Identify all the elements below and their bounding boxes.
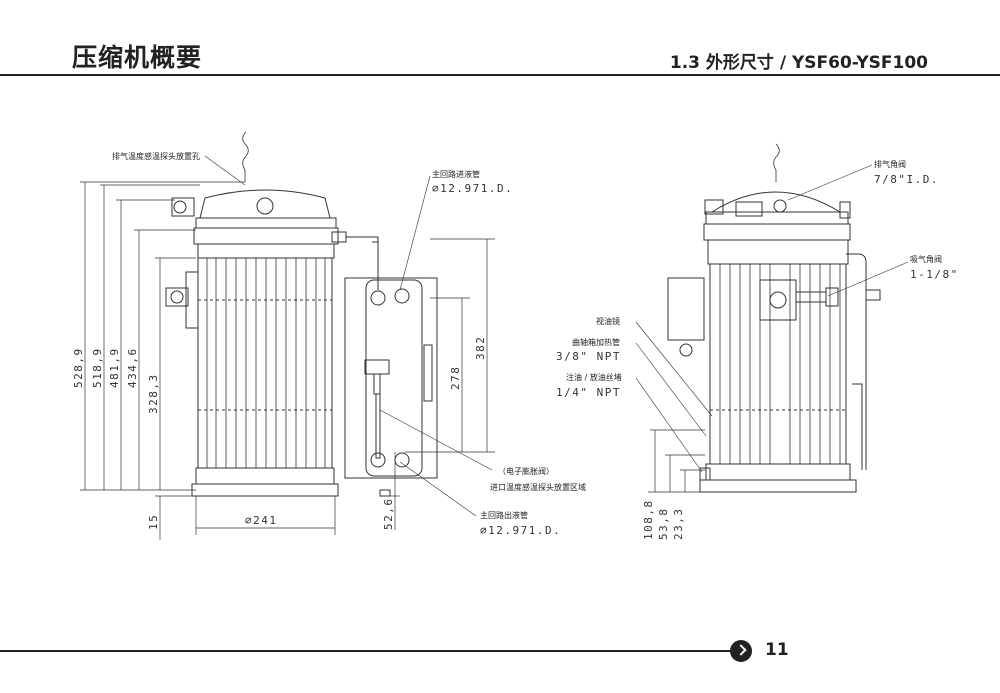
middle-valve-view (344, 175, 495, 530)
crankcase-heater-size: 3/8" NPT (556, 350, 621, 363)
discharge-valve-size: 7/8"I.D. (874, 173, 939, 186)
oil-plug-label: 注油 / 放油丝堵 (566, 372, 622, 382)
dim-diameter-241: ∅241 (245, 514, 278, 527)
dim-53-8: 53,8 (657, 508, 670, 541)
suction-valve-size: 1-1/8" (910, 268, 959, 281)
dim-481-9: 481,9 (108, 347, 121, 388)
right-compressor-view (635, 143, 909, 493)
dim-382: 382 (474, 336, 487, 360)
dim-23-3: 23,3 (672, 508, 685, 541)
dim-518-9: 518,9 (91, 347, 104, 388)
dim-434-6: 434,6 (126, 347, 139, 388)
discharge-valve-label: 排气角阀 (874, 159, 906, 169)
footer-divider (0, 650, 734, 652)
crankcase-heater-label: 曲轴箱加热管 (572, 337, 620, 347)
dim-52-6: 52,6 (382, 498, 395, 531)
suction-valve-label: 吸气角阀 (910, 254, 942, 264)
dim-15: 15 (147, 514, 160, 530)
dim-328-3: 328,3 (147, 373, 160, 414)
main-inlet-label: 主回路进液管 (432, 169, 480, 179)
discharge-sensor-hole-label: 排气温度感温探头放置孔 (112, 151, 200, 161)
dim-528-9: 528,9 (72, 347, 85, 388)
inlet-sensor-area-label: 进口温度感温探头放置区域 (490, 482, 586, 492)
page-title: 压缩机概要 (72, 43, 203, 72)
oil-plug-size: 1/4" NPT (556, 386, 621, 399)
dim-278: 278 (449, 366, 462, 390)
sight-glass-label: 视油镜 (596, 316, 620, 326)
eev-label: （电子膨胀阀） (498, 466, 554, 476)
dim-108-8: 108,8 (642, 499, 655, 540)
left-compressor-view (80, 131, 379, 540)
main-outlet-label: 主回路出液管 (480, 510, 528, 520)
section-title: 1.3 外形尺寸 / YSF60-YSF100 (669, 53, 928, 73)
main-outlet-size: ∅12.971.D. (480, 524, 561, 537)
main-inlet-size: ∅12.971.D. (432, 182, 513, 195)
page-number: 11 (765, 640, 789, 660)
chevron-right-icon (730, 640, 752, 662)
header-divider (0, 74, 1000, 76)
